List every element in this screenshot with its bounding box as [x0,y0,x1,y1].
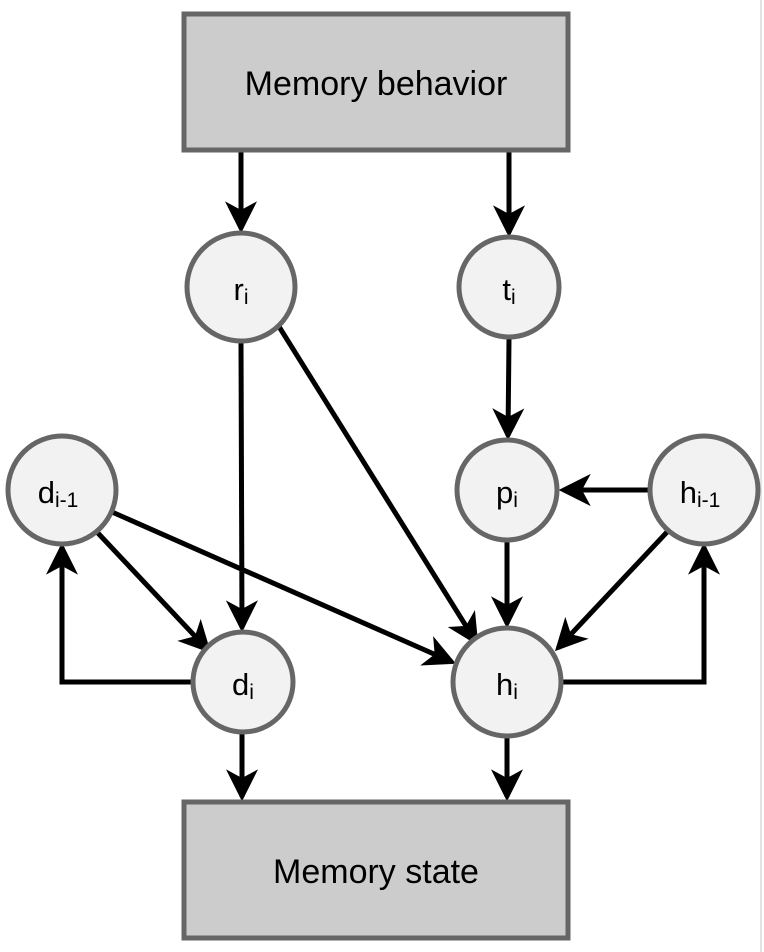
edge-hprev-to-h [555,529,670,652]
node-d-i-minus-1[interactable]: di-1 [5,433,119,547]
memory-behavior-label: Memory behavior [245,65,508,103]
node-r-i[interactable]: ri [184,230,298,344]
node-h-i-label: hi [496,667,518,704]
edge-t-to-p [492,338,525,441]
node-h-i-minus-1-circle [647,433,761,547]
memory-behavior-rect [181,11,571,153]
node-d-i-minus-1-label: di-1 [38,475,79,512]
edge-r-to-d [225,342,258,633]
edge-d-to-dprev [45,542,193,685]
box-memory-state[interactable]: Memory state [181,799,571,941]
box-memory-behavior[interactable]: Memory behavior [181,11,571,153]
node-d-i-circle [190,629,296,735]
node-r-i-label: ri [234,272,249,309]
node-d-i-minus-1-circle [5,433,119,547]
memory-state-rect [181,799,571,941]
node-t-i-circle [456,234,562,340]
node-p-i[interactable]: pi [454,437,560,543]
node-h-i-circle [450,625,564,739]
node-r-i-circle [184,230,298,344]
memory-state-label: Memory state [273,853,479,891]
node-d-i-label: di [232,667,254,704]
edge-dprev-to-h [110,509,457,666]
edge-h-to-hprev [561,542,721,685]
node-d-i[interactable]: di [190,629,296,735]
node-p-i-circle [454,437,560,543]
node-t-i[interactable]: ti [456,234,562,340]
node-h-i-minus-1-label: hi-1 [680,475,721,512]
node-h-i[interactable]: hi [450,625,564,739]
edge-layer [45,152,721,802]
node-p-i-label: pi [496,475,518,512]
edge-dprev-to-d [94,529,211,654]
node-h-i-minus-1[interactable]: hi-1 [647,433,761,547]
node-t-i-label: ti [502,272,515,309]
edge-r-to-h [275,323,479,646]
